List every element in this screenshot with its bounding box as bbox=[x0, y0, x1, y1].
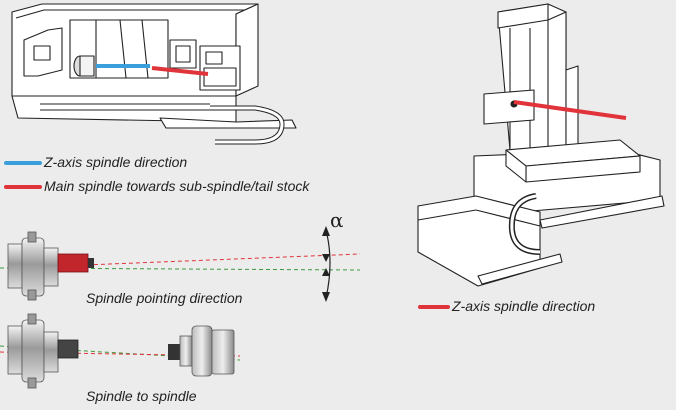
caption-spindle-to-spindle: Spindle to spindle bbox=[86, 388, 197, 404]
boring-mill-machine bbox=[417, 3, 665, 287]
legend-main-spindle-label: Main spindle towards sub-spindle/tail st… bbox=[44, 178, 310, 194]
caption-spindle-pointing: Spindle pointing direction bbox=[86, 290, 243, 306]
lathe-machine bbox=[11, 3, 297, 145]
spindle-pointing-figure bbox=[0, 226, 361, 302]
alpha-symbol: α bbox=[330, 208, 344, 232]
spindle-to-spindle-figure bbox=[0, 313, 241, 389]
right-z-axis-label: Z-axis spindle direction bbox=[452, 298, 596, 314]
legend-z-axis-label: Z-axis spindle direction bbox=[44, 154, 188, 170]
